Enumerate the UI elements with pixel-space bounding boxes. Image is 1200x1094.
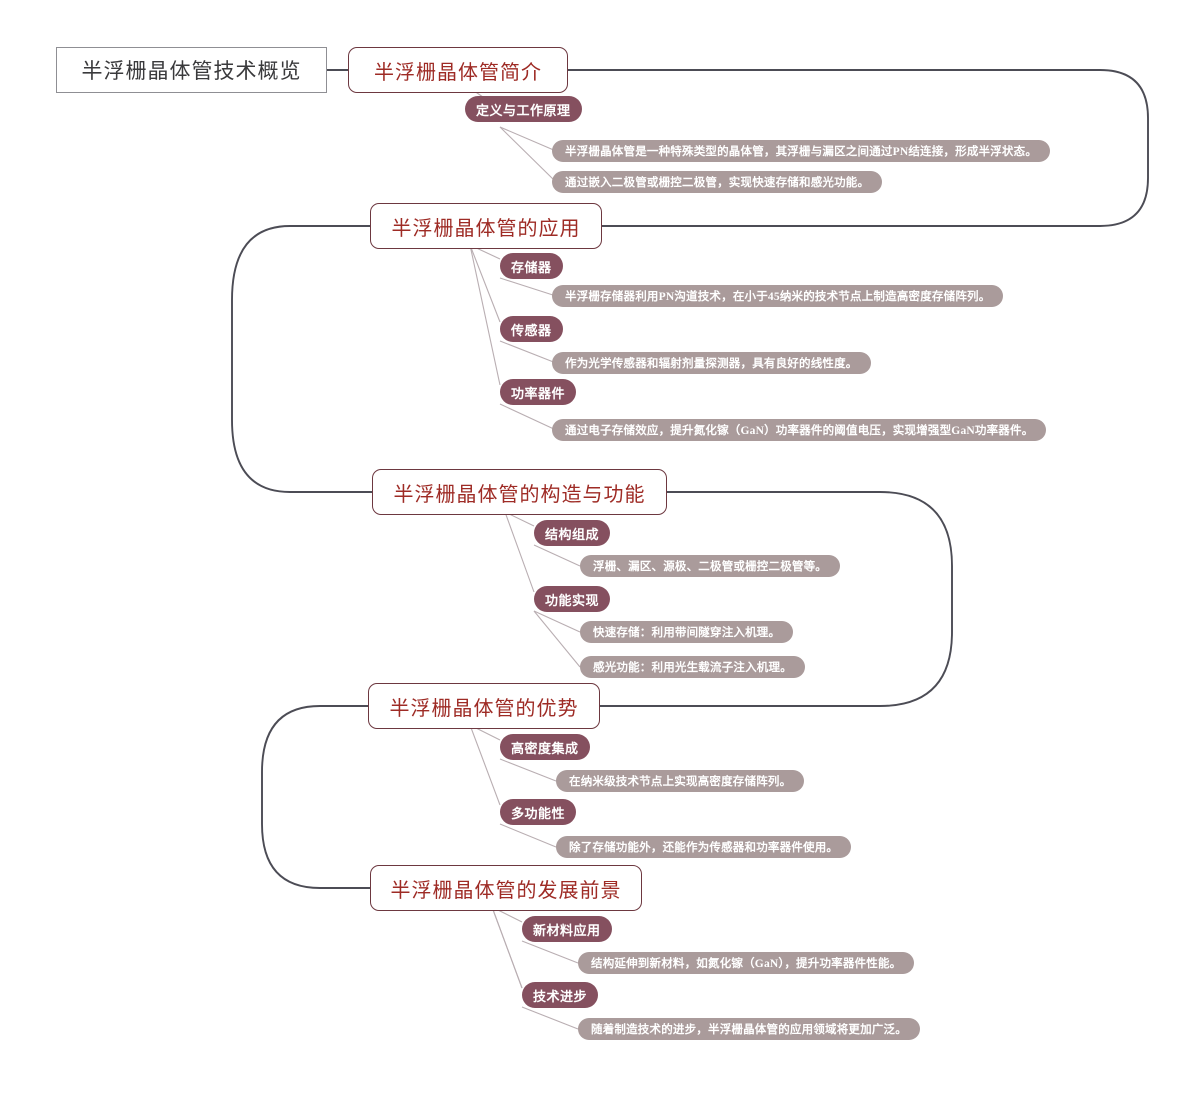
hair-strt2-to-l2 (533, 610, 581, 668)
topic-pill-memory[interactable]: 存储器 (500, 253, 563, 279)
leaf-pill[interactable]: 除了存储功能外，还能作为传感器和功率器件使用。 (556, 836, 852, 858)
branch-label-prospects: 半浮栅晶体管的发展前景 (390, 879, 622, 902)
link-advantages-to-prospects (261, 705, 371, 889)
hair-advt1-to-l1 (499, 758, 557, 782)
hair-strt2-to-l1 (533, 610, 581, 633)
branch-label-structure: 半浮栅晶体管的构造与功能 (393, 483, 646, 506)
hair-t1-to-l2 (499, 126, 557, 183)
hair-str-to-t2 (504, 511, 535, 593)
hair-appt2-to-l1 (499, 340, 557, 364)
leaf-text: 除了存储功能外，还能作为传感器和功率器件使用。 (569, 842, 839, 854)
leaf-text: 随着制造技术的进步，半浮栅晶体管的应用领域将更加广泛。 (591, 1024, 907, 1036)
leaf-pill[interactable]: 在纳米级技术节点上实现高密度存储阵列。 (556, 770, 805, 792)
topic-label: 新材料应用 (533, 922, 601, 938)
hair-strt1-to-l1 (533, 544, 581, 567)
leaf-pill[interactable]: 半浮栅存储器利用PN沟道技术，在小于45纳米的技术节点上制造高密度存储阵列。 (552, 285, 1004, 307)
hair-pro-to-t2 (491, 906, 523, 989)
hair-app-to-t2 (469, 244, 501, 323)
topic-pill-tech-progress[interactable]: 技术进步 (522, 982, 599, 1008)
leaf-pill[interactable]: 浮栅、漏区、源极、二极管或栅控二极管等。 (580, 555, 840, 577)
topic-pill-versatility[interactable]: 多功能性 (500, 799, 577, 825)
hair-appt1-to-l1 (499, 277, 557, 297)
topic-pill-composition[interactable]: 结构组成 (534, 520, 611, 546)
topic-pill-new-materials[interactable]: 新材料应用 (522, 916, 612, 942)
root-label: 半浮栅晶体管技术概览 (81, 59, 302, 83)
leaf-pill[interactable]: 随着制造技术的进步，半浮栅晶体管的应用领域将更加广泛。 (578, 1018, 920, 1040)
leaf-pill[interactable]: 快速存储：利用带间隧穿注入机理。 (580, 621, 794, 643)
leaf-pill[interactable]: 作为光学传感器和辐射剂量探测器，具有良好的线性度。 (552, 352, 871, 374)
leaf-text: 浮栅、漏区、源极、二极管或栅控二极管等。 (593, 561, 827, 573)
leaf-text: 作为光学传感器和辐射剂量探测器，具有良好的线性度。 (565, 358, 858, 370)
topic-label: 技术进步 (533, 988, 588, 1004)
hair-pro-to-t2b (491, 906, 523, 989)
topic-label: 存储器 (511, 259, 552, 275)
topic-label: 功能实现 (545, 592, 600, 608)
topic-label: 结构组成 (545, 526, 600, 542)
topic-label: 功率器件 (511, 385, 566, 401)
topic-pill-high-density[interactable]: 高密度集成 (500, 734, 590, 760)
topic-pill-sensor[interactable]: 传感器 (500, 316, 563, 342)
leaf-text: 感光功能：利用光生载流子注入机理。 (593, 662, 792, 674)
branch-label-advantages: 半浮栅晶体管的优势 (389, 697, 579, 720)
leaf-pill[interactable]: 半浮栅晶体管是一种特殊类型的晶体管，其浮栅与漏区之间通过PN结连接，形成半浮状态… (552, 140, 1051, 162)
branch-node-prospects[interactable]: 半浮栅晶体管的发展前景 (370, 865, 642, 911)
branch-node-structure[interactable]: 半浮栅晶体管的构造与功能 (372, 469, 667, 515)
leaf-text: 通过电子存储效应，提升氮化镓（GaN）功率器件的阈值电压，实现增强型GaN功率器… (565, 425, 1034, 437)
branch-node-intro[interactable]: 半浮栅晶体管简介 (348, 47, 568, 93)
topic-pill-power-device[interactable]: 功率器件 (500, 379, 577, 405)
branch-label-intro: 半浮栅晶体管简介 (374, 61, 542, 84)
hair-advt2-to-l1 (499, 823, 557, 848)
leaf-pill[interactable]: 通过电子存储效应，提升氮化镓（GaN）功率器件的阈值电压，实现增强型GaN功率器… (552, 419, 1047, 441)
leaf-text: 半浮栅存储器利用PN沟道技术，在小于45纳米的技术节点上制造高密度存储阵列。 (565, 291, 991, 303)
hair-adv-to-t2 (469, 724, 501, 806)
leaf-pill[interactable]: 感光功能：利用光生载流子注入机理。 (580, 656, 805, 678)
topic-label: 传感器 (511, 322, 552, 338)
topic-pill-function[interactable]: 功能实现 (534, 586, 611, 612)
hair-prot2-to-l1 (521, 1006, 579, 1030)
topic-label: 多功能性 (511, 805, 566, 821)
branch-node-advantages[interactable]: 半浮栅晶体管的优势 (368, 683, 600, 729)
hair-t1-to-l1 (499, 126, 557, 152)
topic-label: 定义与工作原理 (476, 102, 571, 118)
leaf-text: 结构延伸到新材料，如氮化镓（GaN），提升功率器件性能。 (591, 958, 902, 970)
hair-prot1-to-l1 (521, 940, 579, 964)
root-node[interactable]: 半浮栅晶体管技术概览 (56, 47, 327, 93)
topic-pill-definition[interactable]: 定义与工作原理 (465, 96, 582, 122)
hair-app-to-t3 (469, 244, 501, 386)
leaf-text: 快速存储：利用带间隧穿注入机理。 (593, 627, 781, 639)
branch-label-applications: 半浮栅晶体管的应用 (391, 217, 581, 240)
topic-label: 高密度集成 (511, 740, 579, 756)
hair-appt3-to-l1 (499, 403, 557, 431)
link-applications-to-structure (231, 225, 373, 493)
leaf-text: 半浮栅晶体管是一种特殊类型的晶体管，其浮栅与漏区之间通过PN结连接，形成半浮状态… (565, 146, 1038, 158)
leaf-pill[interactable]: 通过嵌入二极管或栅控二极管，实现快速存储和感光功能。 (552, 171, 883, 193)
leaf-text: 通过嵌入二极管或栅控二极管，实现快速存储和感光功能。 (565, 177, 870, 189)
leaf-pill[interactable]: 结构延伸到新材料，如氮化镓（GaN），提升功率器件性能。 (578, 952, 915, 974)
leaf-text: 在纳米级技术节点上实现高密度存储阵列。 (569, 776, 792, 788)
branch-node-applications[interactable]: 半浮栅晶体管的应用 (370, 203, 602, 249)
